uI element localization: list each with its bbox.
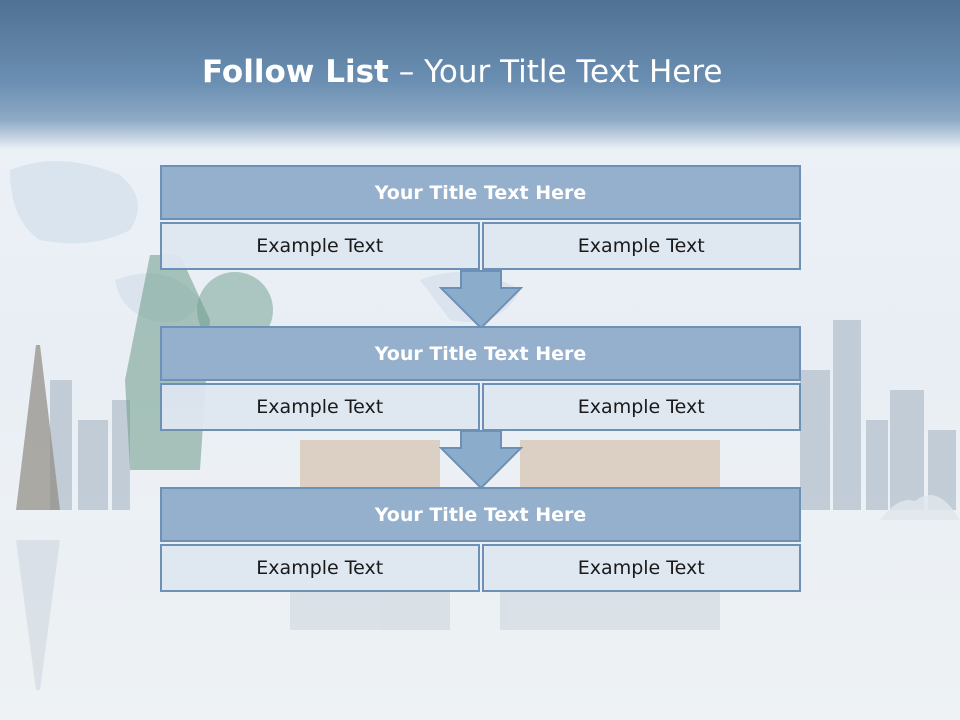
step-title: Your Title Text Here <box>160 165 801 220</box>
step-block-1: Your Title Text Here Example Text Exampl… <box>160 165 801 270</box>
down-arrow-icon <box>439 270 523 330</box>
step-row: Example Text Example Text <box>160 222 801 270</box>
slide-title-bold: Follow List <box>202 54 389 90</box>
step-block-3: Your Title Text Here Example Text Exampl… <box>160 487 801 592</box>
slide-title-rest: – Your Title Text Here <box>388 54 723 90</box>
step-block-2: Your Title Text Here Example Text Exampl… <box>160 326 801 431</box>
slide-title: Follow List – Your Title Text Here <box>202 54 722 90</box>
step-row: Example Text Example Text <box>160 383 801 431</box>
header-band <box>0 0 960 150</box>
step-cell-right: Example Text <box>481 544 801 592</box>
step-cell-right: Example Text <box>481 222 801 270</box>
down-arrow-icon <box>439 430 523 490</box>
step-cell-left: Example Text <box>160 383 480 431</box>
step-row: Example Text Example Text <box>160 544 801 592</box>
step-title: Your Title Text Here <box>160 326 801 381</box>
step-cell-left: Example Text <box>160 544 480 592</box>
step-cell-left: Example Text <box>160 222 480 270</box>
step-cell-right: Example Text <box>481 383 801 431</box>
step-title: Your Title Text Here <box>160 487 801 542</box>
